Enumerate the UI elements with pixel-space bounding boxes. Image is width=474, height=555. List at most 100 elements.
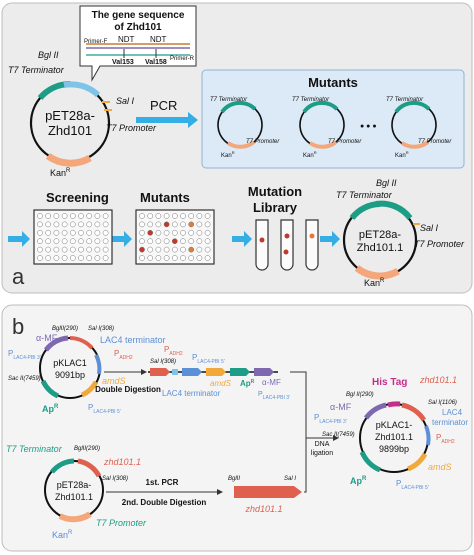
plate-well: [196, 255, 203, 261]
mini-plasmid-1: T7 Terminator T7 Promoter KanR: [210, 97, 280, 159]
plate-well: [163, 238, 170, 245]
plasmid2-kan-label: KanR: [364, 278, 385, 288]
plate-well: [53, 238, 60, 245]
plate-well: [69, 238, 76, 245]
plate-well: [37, 246, 43, 253]
mutants-plate: [135, 209, 215, 265]
plate-well: [94, 213, 101, 219]
plate-well: [188, 221, 195, 228]
plate-well: [163, 255, 170, 261]
plasmid-name-line1: pET28a-: [45, 108, 95, 123]
plate-well: [61, 221, 68, 228]
flow-arrow: [320, 231, 340, 247]
pcr-digestion-arrow: 1st. PCR 2nd. Double Digestion: [106, 478, 223, 507]
pklac1-padh2-label: PADH2: [114, 349, 133, 361]
mutants-step-label: Mutants: [140, 190, 190, 205]
plate-well: [53, 213, 60, 219]
plate-well: [180, 213, 186, 219]
plate-well: [102, 213, 109, 219]
plate-well: [78, 229, 84, 236]
plate-well: [188, 213, 195, 219]
plate-well: [147, 229, 154, 236]
plate-well: [180, 221, 186, 228]
final-padh2-label: PADH2: [436, 433, 455, 445]
plate-well: [45, 246, 52, 253]
pklac1-sac-label: Sac II(7459): [8, 376, 41, 382]
plate-well: [37, 238, 43, 245]
plate-well: [180, 255, 186, 261]
kan-label: KanR: [50, 168, 71, 178]
plate-well: [139, 246, 145, 253]
plasmid2-t7-term-label: T7 Terminator: [336, 190, 393, 200]
plate-well: [204, 255, 211, 261]
fragment-bgl-label: BglII: [228, 476, 240, 482]
linear-vector: Sal I(308) PADH2 PLAC4-PBI 5' amdS ApR α…: [148, 345, 290, 401]
pklac1-sal-label: Sal I(308): [88, 326, 114, 332]
plate-well: [171, 238, 178, 245]
plate-well: [204, 246, 211, 253]
ellipsis-dots: ● ● ●: [360, 123, 377, 130]
plasmid-pet28a-zhd101-1-b: pET28a- Zhd101.1 T7 Terminator BglII(290…: [6, 444, 147, 540]
final-name-line3: 9899bp: [379, 444, 409, 454]
plate-well: [94, 246, 101, 253]
plate-well: [69, 229, 76, 236]
plate-well: [78, 238, 84, 245]
plate-well: [139, 221, 145, 228]
ndt-label-2: NDT: [150, 35, 167, 44]
plate-well: [155, 246, 162, 253]
pet-t7-prom-label: T7 Promoter: [96, 518, 147, 528]
plasmid2-name-line2: Zhd101.1: [357, 242, 403, 254]
plate-well: [45, 238, 52, 245]
ligation-label-line2: ligation: [311, 450, 333, 457]
plate-well: [139, 255, 145, 261]
fragment-sal-label: Sal I: [284, 476, 296, 482]
plate-well: [188, 246, 195, 253]
plate-well: [147, 238, 154, 245]
plate-well: [155, 213, 162, 219]
bgl-site-label: Bgl II: [38, 50, 59, 60]
plate-well: [188, 238, 195, 245]
plate-well: [37, 229, 43, 236]
plate-well: [155, 229, 162, 236]
ligation-arrow: DNA ligation: [290, 371, 339, 493]
mini-t7-term-label: T7 Terminator: [210, 97, 248, 103]
pklac1-amf-label: α-MF: [36, 333, 58, 343]
plate-well: [94, 221, 101, 228]
plate-well: [139, 238, 145, 245]
mini-plasmid-2: T7 Terminator T7 Promoter KanR: [292, 97, 362, 159]
plate-well: [53, 246, 60, 253]
final-sal-label: Sal I(1106): [428, 400, 457, 406]
final-plac4-3-label: PLAC4-PBI 3': [314, 413, 347, 425]
plate-well: [171, 255, 178, 261]
panel-b-letter: b: [12, 314, 24, 339]
plate-well: [204, 238, 211, 245]
linear-padh2-label: PADH2: [164, 345, 183, 357]
plate-well: [102, 229, 109, 236]
plate-well: [171, 221, 178, 228]
second-digestion-label: 2nd. Double Digestion: [122, 498, 207, 507]
plate-well: [171, 246, 178, 253]
plate-well: [37, 221, 43, 228]
plate-well: [102, 246, 109, 253]
plate-well: [69, 213, 76, 219]
final-zhd-label: zhd101.1: [419, 375, 457, 385]
linear-apr-label: ApR: [240, 379, 255, 388]
pklac1-bgl-label: BglII(290): [52, 326, 78, 332]
plate-well: [78, 213, 84, 219]
plate-well: [53, 221, 60, 228]
plate-well: [86, 221, 93, 228]
plate-well: [102, 221, 109, 228]
mini-t7-prom-label: T7 Promoter: [246, 139, 280, 145]
plate-well: [61, 213, 68, 219]
pklac1-lac4-label: LAC4 terminator: [100, 335, 166, 345]
panel-a-letter: a: [12, 264, 25, 289]
plate-well: [180, 246, 186, 253]
plate-well: [196, 229, 203, 236]
pet-sal-label: Sal I(308): [102, 476, 128, 482]
mini-kan-label: KanR: [395, 150, 409, 159]
pcr-label: PCR: [150, 98, 177, 113]
plate-well: [102, 255, 109, 261]
plate-well: [61, 238, 68, 245]
pet-name-line2: Zhd101.1: [55, 492, 93, 502]
